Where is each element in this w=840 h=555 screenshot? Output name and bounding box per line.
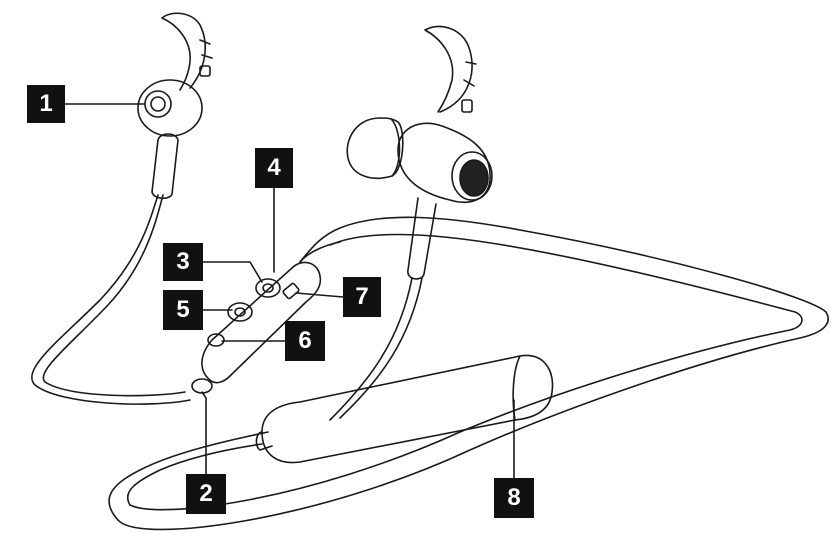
leader-2 [202, 392, 206, 474]
leader-3 [203, 262, 262, 282]
remote-port-2 [192, 379, 212, 393]
right-earbud-stem [408, 198, 436, 279]
callout-6: 6 [285, 321, 325, 361]
right-ear-tip-rim [392, 120, 400, 176]
left-earbud-nozzle [145, 91, 171, 117]
remote-button-5 [228, 303, 252, 321]
right-ear-tip [347, 118, 403, 178]
callout-3: 3 [163, 243, 203, 281]
callout-7: 7 [343, 277, 381, 317]
remote-led [282, 283, 299, 300]
callout-1: 1 [27, 85, 65, 123]
neckband-left-end-inner [128, 444, 262, 505]
right-cable [330, 278, 412, 420]
neckband-outer [118, 217, 828, 529]
left-ear-hook [162, 13, 205, 90]
right-ear-hook-grip-2 [464, 80, 474, 86]
right-earbud-grille [460, 160, 488, 196]
right-earbud-front [452, 152, 492, 200]
remote-button-3-inner [263, 284, 273, 292]
right-ear-hook [425, 26, 472, 112]
left-earbud-body [138, 80, 202, 136]
remote-button-3 [256, 279, 280, 297]
right-ear-hook-grip-1 [466, 62, 476, 64]
callout-4: 4 [255, 148, 293, 188]
left-earbud-nozzle-inner [151, 97, 165, 111]
remote-button-6 [208, 334, 224, 346]
left-ear-hook-grip-1 [200, 40, 210, 44]
right-ear-hook-slot [462, 100, 472, 112]
neckband-left-end [109, 432, 268, 520]
battery-pod-cap [256, 432, 272, 450]
leader-7 [296, 293, 343, 297]
neckband-inner [130, 235, 802, 510]
left-ear-hook-grip-2 [202, 55, 212, 58]
right-earbud-body [398, 123, 490, 202]
left-ear-hook-slot [200, 66, 210, 76]
callout-2: 2 [186, 474, 226, 514]
remote-button-5-inner [235, 308, 245, 316]
callout-5: 5 [163, 290, 203, 330]
remote-body [202, 262, 320, 382]
left-cable [32, 195, 190, 404]
callout-8: 8 [494, 478, 534, 518]
left-earbud-stem [152, 134, 178, 198]
remote-cable-upper [300, 242, 340, 262]
right-cable-inner [340, 278, 422, 418]
left-cable-inner [43, 195, 185, 396]
battery-pod [262, 355, 553, 462]
